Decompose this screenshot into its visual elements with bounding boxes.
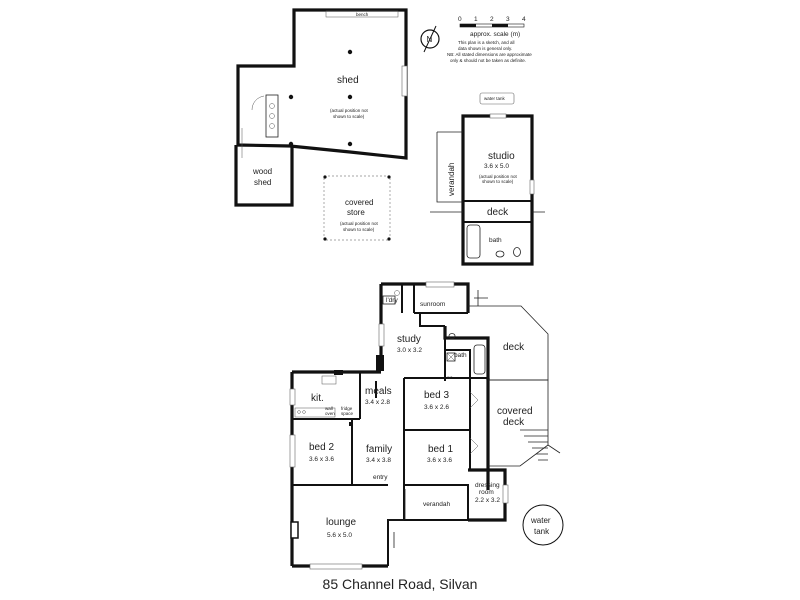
covered-deck-label-1: covered xyxy=(497,406,533,417)
lounge-label: lounge xyxy=(326,517,356,528)
bed3-label: bed 3 xyxy=(424,390,449,401)
studio-verandah-label: verandah xyxy=(447,163,456,196)
deck-label: deck xyxy=(503,342,525,353)
covered-store-note-1: (actual position not xyxy=(340,221,379,226)
entry-label: entry xyxy=(373,474,388,481)
studio-dims: 3.6 x 5.0 xyxy=(484,163,509,170)
verandah-label: verandah xyxy=(423,501,450,508)
study-dims: 3.0 x 3.2 xyxy=(397,347,422,354)
kitchen-label: kit. xyxy=(311,393,324,404)
bath-label: bath xyxy=(454,352,467,359)
family-label: family xyxy=(366,444,392,455)
shed-building: bench shed (actual position not shown to… xyxy=(234,8,408,207)
shed-note-1: (actual position not xyxy=(330,108,369,113)
covered-store: covered store (actual position not shown… xyxy=(323,175,391,241)
family-dims: 3.4 x 3.8 xyxy=(366,457,391,464)
wall-oven-label-1: wall xyxy=(325,406,333,411)
compass-icon: N xyxy=(420,25,440,53)
shed-bench-label: bench xyxy=(356,12,369,17)
fridge-label-2: space xyxy=(341,411,354,416)
scale-tick-4: 4 xyxy=(522,16,526,23)
studio-deck-label: deck xyxy=(487,207,509,218)
disclaimer-line-1: This plan is a sketch, and all xyxy=(458,40,515,45)
scale-tick-2: 2 xyxy=(490,16,494,23)
wc-label: wc xyxy=(447,375,453,380)
property-address-title: 85 Channel Road, Silvan xyxy=(322,576,478,592)
covered-store-label-2: store xyxy=(347,208,365,217)
shed-note-2: shown to scale) xyxy=(333,114,365,119)
bed1-dims: 3.6 x 3.6 xyxy=(427,457,452,464)
shed-label: shed xyxy=(337,75,359,86)
wood-shed-label-2: shed xyxy=(254,178,271,187)
studio-bath-label: bath xyxy=(489,237,502,244)
covered-store-label-1: covered xyxy=(345,198,373,207)
disclaimer-line-4: only & should not be taken as definite. xyxy=(450,58,526,63)
meals-dims: 3.4 x 2.8 xyxy=(365,399,390,406)
scale-label: approx. scale (m) xyxy=(470,31,520,38)
scale-tick-3: 3 xyxy=(506,16,510,23)
dressing-room-label-2: room xyxy=(479,489,494,496)
water-tank-label-2: tank xyxy=(534,527,550,536)
sunroom-label: sunroom xyxy=(420,301,445,308)
wall-oven-label-2: oven xyxy=(325,411,335,416)
bed1-label: bed 1 xyxy=(428,444,453,455)
covered-store-note-2: shown to scale) xyxy=(343,227,375,232)
study-label: study xyxy=(397,334,421,345)
compass-letter: N xyxy=(427,35,433,44)
covered-deck-label-2: deck xyxy=(503,417,525,428)
disclaimer-line-3: NB: All stated dimensions are approximat… xyxy=(447,52,532,57)
studio-label: studio xyxy=(488,151,515,162)
bed3-dims: 3.6 x 2.6 xyxy=(424,404,449,411)
dressing-room-label-1: dressing xyxy=(475,482,500,489)
bed2-dims: 3.6 x 3.6 xyxy=(309,456,334,463)
room-labels: l'dry sunroom study 3.0 x 3.2 bath deck … xyxy=(309,297,533,539)
fridge-label-1: fridge xyxy=(341,406,353,411)
studio-note-1: (actual position not xyxy=(479,174,518,179)
wood-shed-label-1: wood xyxy=(252,167,272,176)
studio-water-tank-label: water tank xyxy=(484,96,506,101)
bed2-label: bed 2 xyxy=(309,442,334,453)
dressing-room-dims: 2.2 x 3.2 xyxy=(475,497,500,504)
decks xyxy=(388,290,561,548)
scale-tick-1: 1 xyxy=(474,16,478,23)
house-walls: wc wall oven fridge space xyxy=(289,281,509,570)
water-tank-label-1: water xyxy=(530,516,551,525)
scale-tick-0: 0 xyxy=(458,16,462,23)
disclaimer-line-2: data shown is general only. xyxy=(458,46,512,51)
water-tank: water tank xyxy=(522,504,564,546)
studio-building: water tank studio 3.6 x 5.0 (actual posi… xyxy=(430,92,545,266)
studio-note-2: shown to scale) xyxy=(482,179,514,184)
meals-label: meals xyxy=(365,386,392,397)
lounge-dims: 5.6 x 5.0 xyxy=(327,532,352,539)
laundry-label: l'dry xyxy=(386,297,398,304)
scale-bar: 0 1 2 3 4 approx. scale (m) This plan is… xyxy=(447,16,532,63)
